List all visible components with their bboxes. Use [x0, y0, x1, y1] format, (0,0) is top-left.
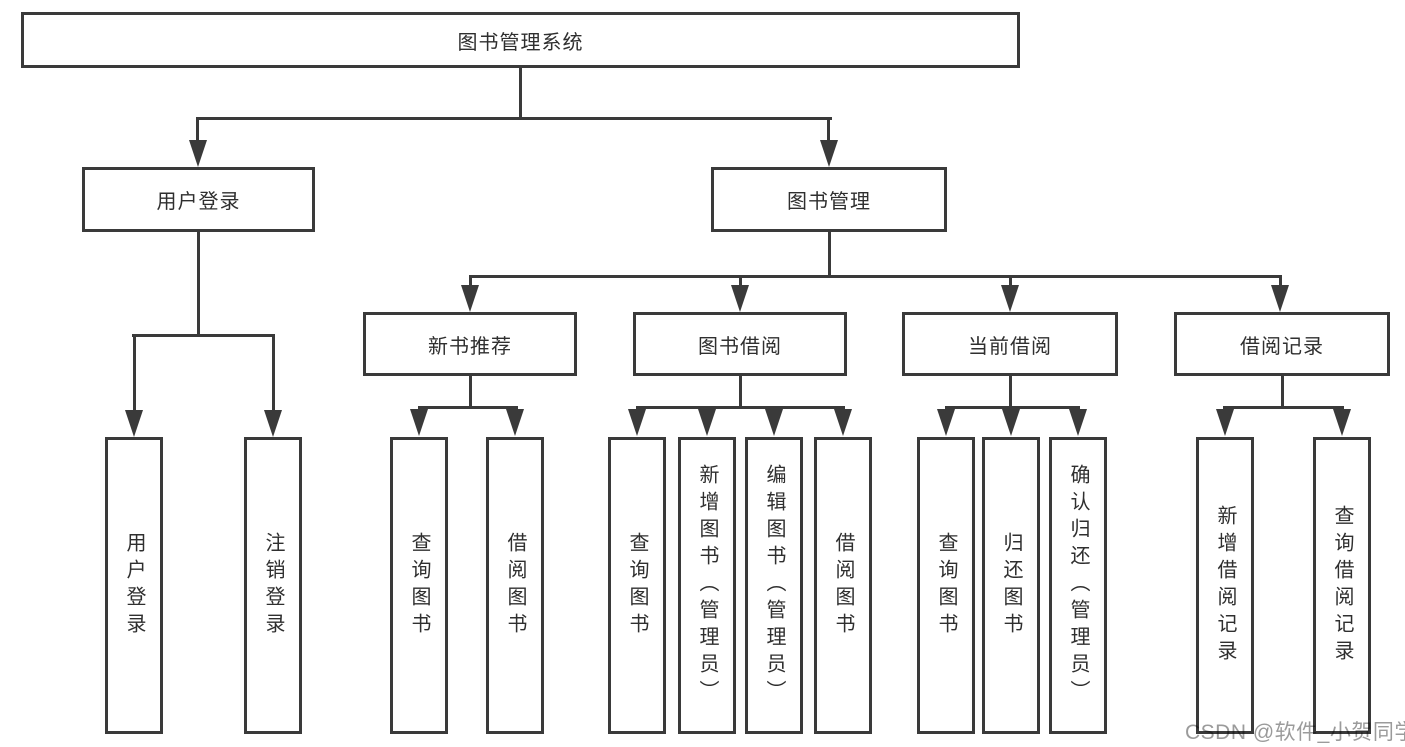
connector-line [469, 376, 472, 409]
arrow-down-icon [937, 409, 955, 436]
leaf-label: 借阅图书 [504, 531, 526, 640]
arrow-down-icon [698, 409, 716, 436]
leaf-label: 注销登录 [262, 531, 284, 640]
leaf-query-borrow-record: 查询借阅记录 [1313, 437, 1371, 734]
leaf-label: 用户登录 [123, 531, 145, 640]
arrow-down-icon [765, 409, 783, 436]
leaf-current-query-books: 查询图书 [917, 437, 975, 734]
leaf-confirm-return-admin: 确认归还（管理员） [1049, 437, 1107, 734]
leaf-label: 编辑图书（管理员） [763, 464, 785, 707]
leaf-label: 查询图书 [935, 531, 957, 640]
arrow-down-icon [1216, 409, 1234, 436]
node-borrow-records: 借阅记录 [1174, 312, 1390, 376]
csdn-watermark: CSDN @软件_小贺同学 [1185, 721, 1405, 744]
leaf-label: 查询图书 [408, 531, 430, 640]
leaf-label: 查询借阅记录 [1331, 504, 1353, 667]
node-new-book-recommend: 新书推荐 [363, 312, 577, 376]
leaf-label: 归还图书 [1000, 531, 1022, 640]
arrow-down-icon [461, 285, 479, 312]
arrow-down-icon [410, 409, 428, 436]
leaf-label: 确认归还（管理员） [1067, 464, 1089, 707]
leaf-recommend-borrow-books: 借阅图书 [486, 437, 544, 734]
connector-line [945, 406, 1080, 409]
node-book-borrow: 图书借阅 [633, 312, 847, 376]
arrow-down-icon [834, 409, 852, 436]
leaf-add-book-admin: 新增图书（管理员） [678, 437, 736, 734]
arrow-down-icon [628, 409, 646, 436]
connector-line [739, 376, 742, 409]
node-book-management: 图书管理 [711, 167, 947, 232]
connector-line [1009, 376, 1012, 409]
node-user-login: 用户登录 [82, 167, 315, 232]
arrow-down-icon [1069, 409, 1087, 436]
arrow-down-icon [125, 410, 143, 437]
arrow-down-icon [820, 140, 838, 167]
connector-line [1281, 376, 1284, 409]
connector-line [469, 275, 1282, 278]
arrow-down-icon [189, 140, 207, 167]
connector-line [827, 117, 830, 143]
leaf-borrow-query-books: 查询图书 [608, 437, 666, 734]
connector-line [1279, 275, 1282, 289]
connector-line [272, 334, 275, 412]
arrow-down-icon [1333, 409, 1351, 436]
connector-line [196, 117, 832, 120]
arrow-down-icon [264, 410, 282, 437]
leaf-label: 借阅图书 [832, 531, 854, 640]
node-library-system: 图书管理系统 [21, 12, 1020, 68]
connector-line [739, 275, 742, 289]
leaf-add-borrow-record: 新增借阅记录 [1196, 437, 1254, 734]
arrow-down-icon [506, 409, 524, 436]
connector-line [197, 232, 200, 337]
leaf-user-login: 用户登录 [105, 437, 163, 734]
arrow-down-icon [1001, 285, 1019, 312]
connector-line [1009, 275, 1012, 289]
connector-line [132, 334, 275, 337]
leaf-label: 新增图书（管理员） [696, 464, 718, 707]
connector-line [469, 275, 472, 289]
connector-line [828, 232, 831, 278]
leaf-edit-book-admin: 编辑图书（管理员） [745, 437, 803, 734]
connector-line [196, 117, 199, 143]
connector-line [1223, 406, 1344, 409]
connector-line [519, 67, 522, 120]
leaf-label: 查询图书 [626, 531, 648, 640]
leaf-recommend-query-books: 查询图书 [390, 437, 448, 734]
leaf-return-book: 归还图书 [982, 437, 1040, 734]
leaf-label: 新增借阅记录 [1214, 504, 1236, 667]
connector-line [418, 406, 518, 409]
leaf-logout: 注销登录 [244, 437, 302, 734]
connector-line [636, 406, 845, 409]
arrow-down-icon [1271, 285, 1289, 312]
node-current-borrow: 当前借阅 [902, 312, 1118, 376]
connector-line [133, 334, 136, 412]
arrow-down-icon [1002, 409, 1020, 436]
arrow-down-icon [731, 285, 749, 312]
leaf-borrow-books: 借阅图书 [814, 437, 872, 734]
